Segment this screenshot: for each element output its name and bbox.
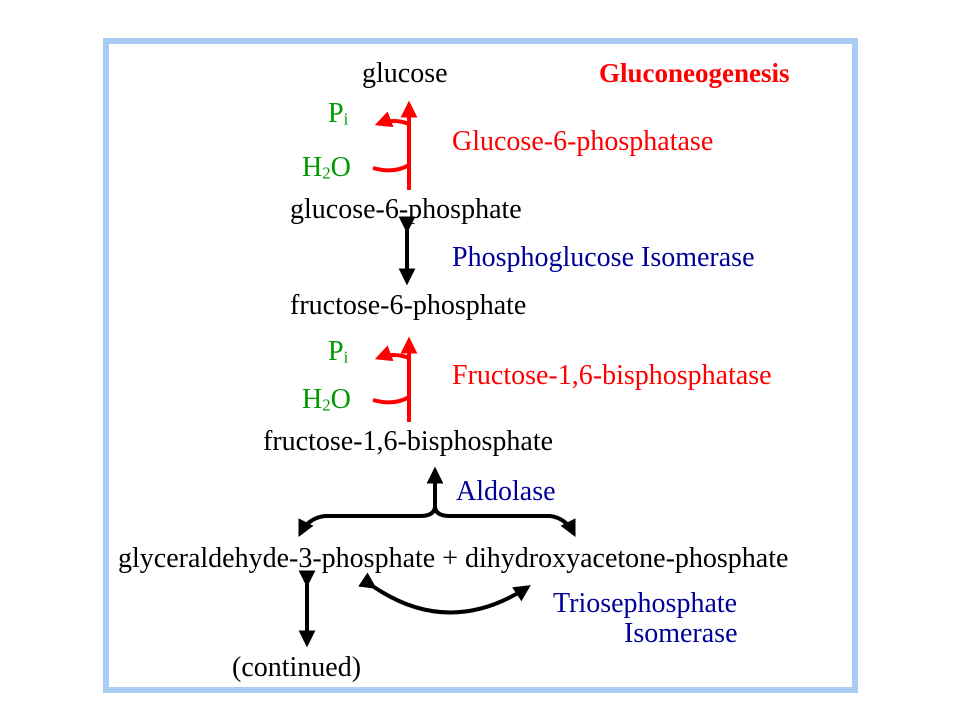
tpi-curved-double-arrow [358,572,531,615]
enzyme-triosephosphate-isomerase-line2: Isomerase [624,618,738,649]
fbpase-h2o-entry-curve [372,395,411,405]
g6pase-pi-release-arrow [374,111,410,128]
cofactor-h2o-1: H2O [302,152,351,183]
g6pase-h2o-entry-curve [372,163,411,173]
enzyme-triosephosphate-isomerase-line1: Triosephosphate [553,588,738,619]
diagram-title: Gluconeogenesis [599,58,790,88]
enzyme-glucose-6-phosphatase: Glucose-6-phosphatase [452,126,714,157]
glucose-6-phosphatase-arrow [372,100,418,190]
compound-continued: (continued) [232,652,362,683]
fbpase-pi-release-arrow [374,345,410,362]
aldolase-left-arrow [298,505,437,538]
compound-fructose-1-6-bisphosphate: fructose-1,6-bisphosphate [263,426,554,457]
cofactor-pi-1: Pi [328,98,349,129]
cofactor-pi-2: Pi [328,336,349,367]
compound-glucose: glucose [362,58,448,89]
cofactor-h2o-2: H2O [302,384,351,415]
aldolase-right-arrow [433,505,576,538]
compound-trioses: glyceraldehyde-3-phosphate + dihydroxyac… [118,543,789,574]
enzyme-phosphoglucose-isomerase: Phosphoglucose Isomerase [452,242,755,273]
aldolase-arrows [298,466,576,538]
enzyme-fructose-1-6-bisphosphatase: Fructose-1,6-bisphosphatase [452,360,772,391]
compound-fructose-6-phosphate: fructose-6-phosphate [290,290,527,321]
enzyme-aldolase: Aldolase [456,476,556,507]
fructose-1-6-bisphosphatase-arrow [372,336,418,422]
